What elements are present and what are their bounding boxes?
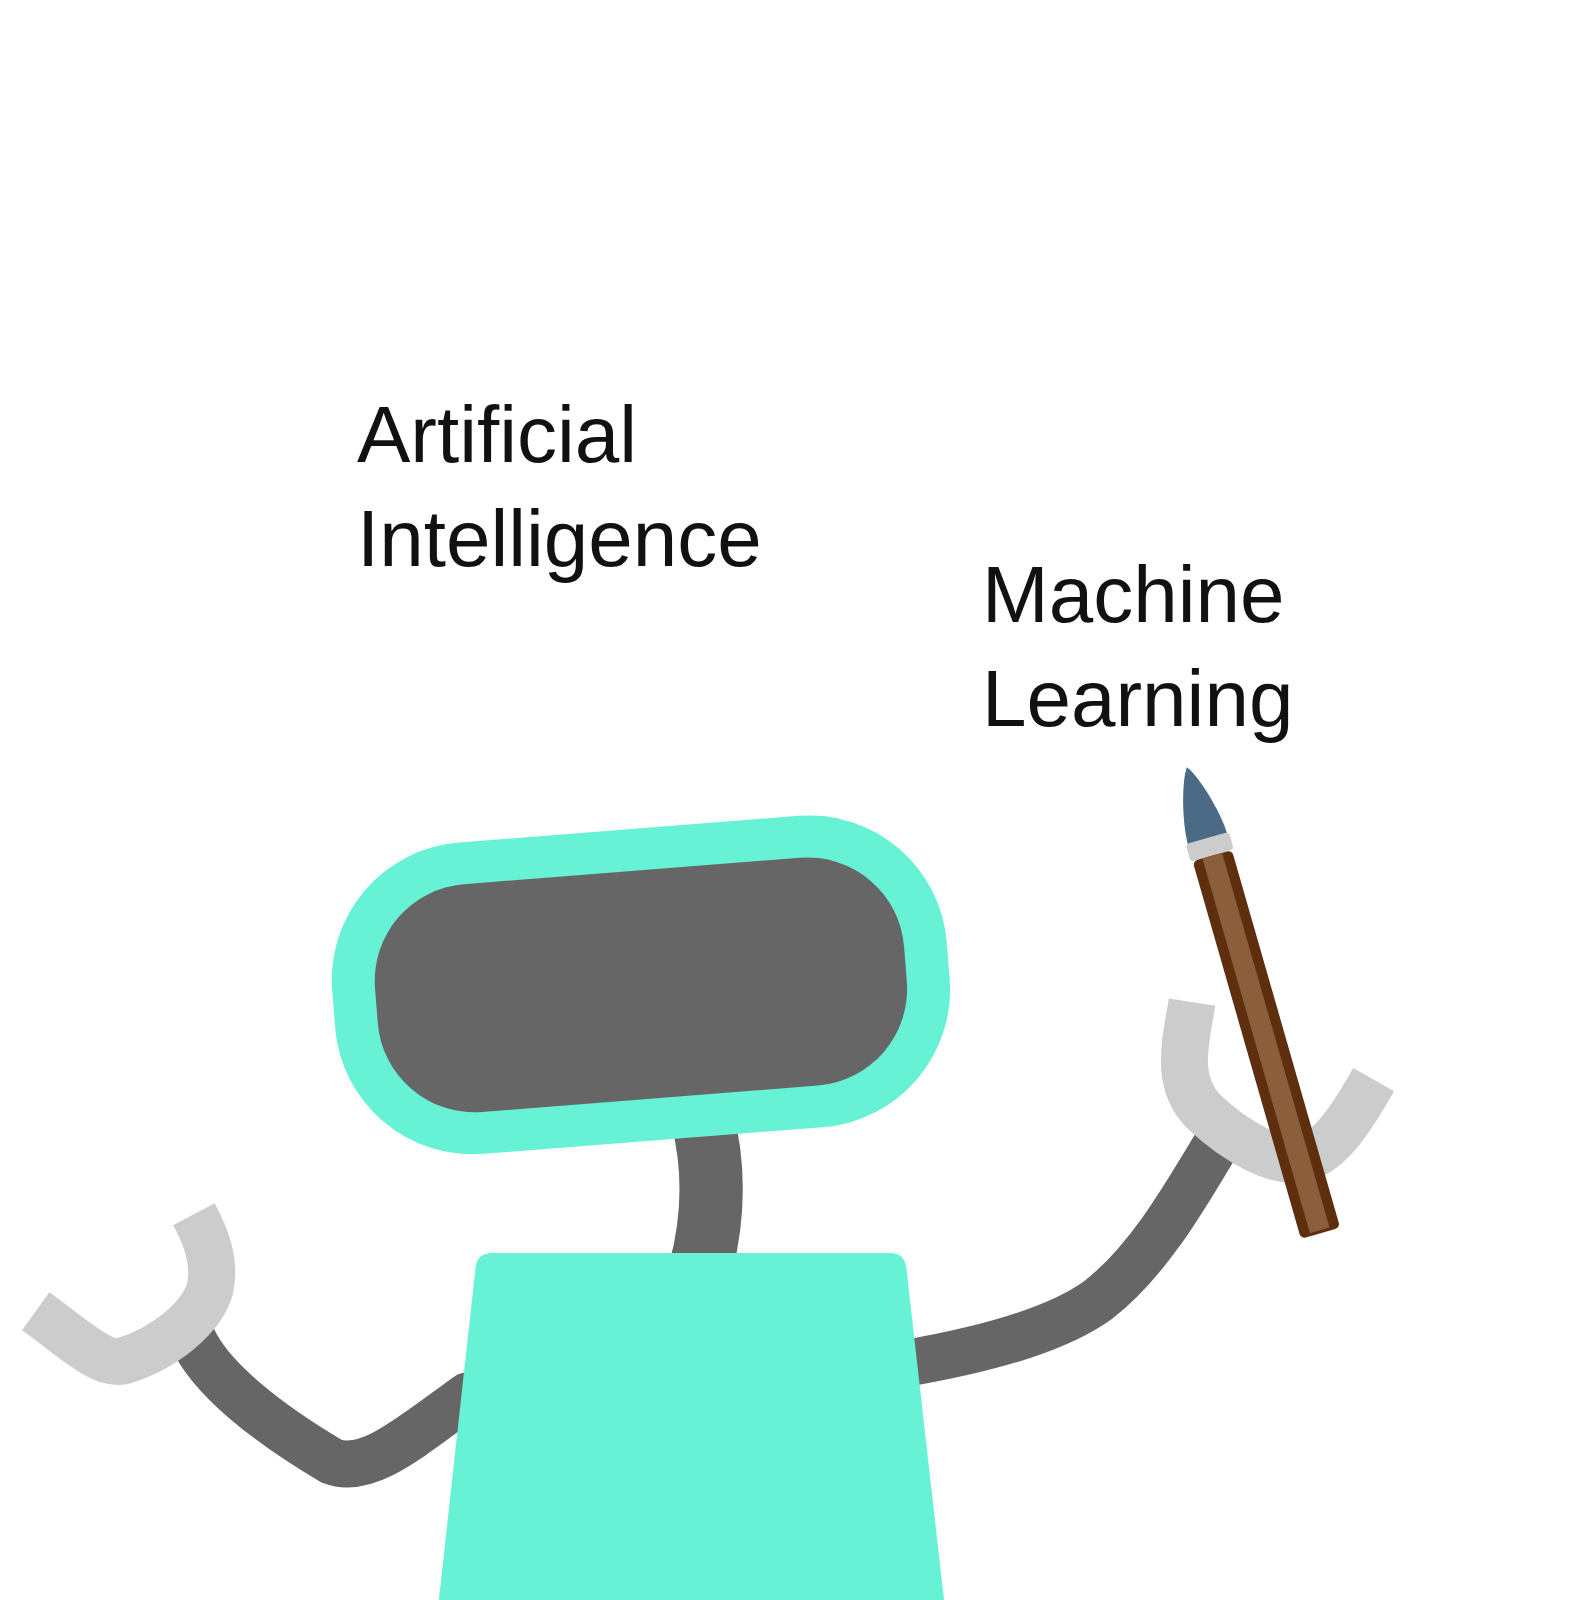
region-label: Artificial Intelligence [357, 383, 827, 591]
robot-body [439, 1253, 944, 1600]
text-holder: Artificial Intelligence [357, 383, 827, 591]
robot-left-arm [192, 1337, 468, 1464]
blob-outline [896, 398, 1470, 924]
blob-outline [191, 63, 1549, 1232]
robot-right-arm [906, 1131, 1224, 1364]
ml-region: Machine Learning [894, 393, 1468, 926]
ai-region: Artificial IntelligenceMachine Learning [189, 61, 1551, 1235]
robot-head [321, 805, 960, 1165]
region-label: Machine Learning [982, 543, 1362, 751]
robot-neck [700, 1117, 711, 1270]
robot-left-claw [36, 1214, 212, 1361]
blob-shape [189, 61, 1551, 1235]
pencil [1165, 761, 1342, 1239]
text-holder: Machine Learning [982, 543, 1362, 751]
